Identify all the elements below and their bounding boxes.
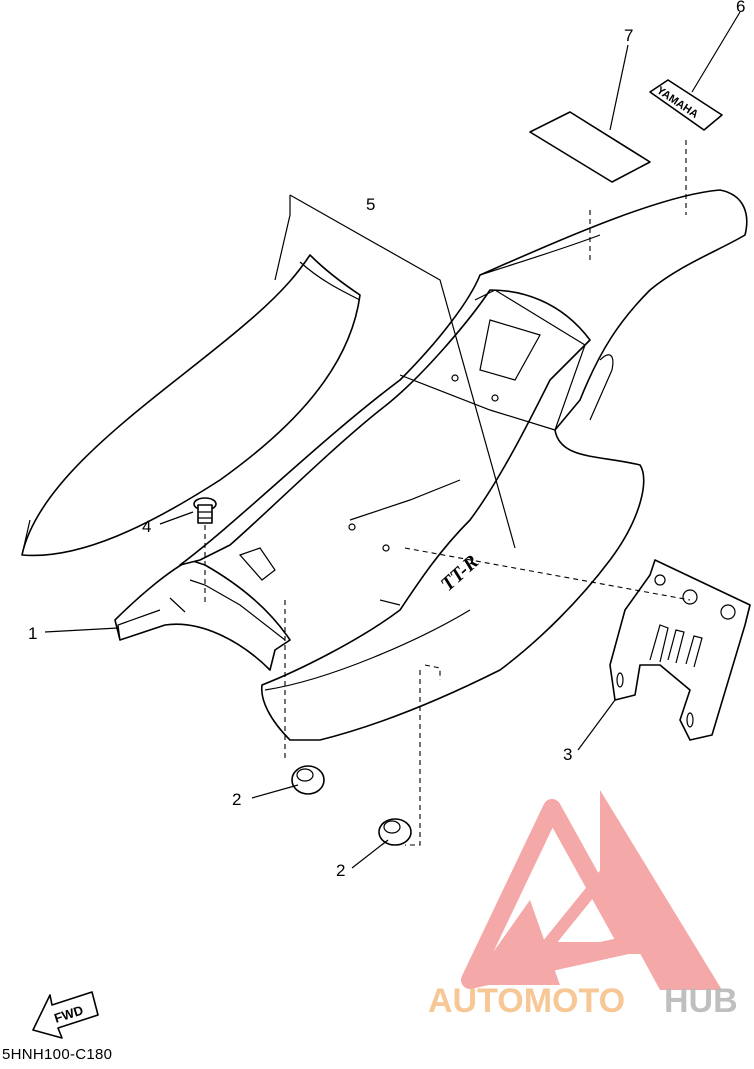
grommet-part-2-upper [291,765,325,795]
bolt-part-4 [193,497,217,524]
rear-fender-body [179,189,748,741]
grommet-part-2-lower [378,818,412,846]
fwd-arrow-icon: FWD [32,991,99,1039]
watermark-logo [461,790,722,990]
callout-3: 3 [563,745,572,764]
callout-5: 5 [366,195,375,214]
callout-1: 1 [28,624,37,643]
seat-part-5 [21,254,361,557]
decal-part-6: YAMAHA [649,79,723,131]
callout-7: 7 [624,26,633,45]
callout-2-upper: 2 [232,790,241,809]
bracket-part-3 [609,559,751,741]
callout-4: 4 [142,517,151,536]
assembly-lines [204,140,691,846]
side-cover-part-1 [114,559,291,671]
watermark-text-left: AUTOMOTO [428,982,625,1020]
watermark-text-right: HUB [664,982,738,1020]
watermark-text: AUTOMOTO HUB [428,982,738,1020]
diagram-code: 5HNH100-C180 [2,1046,113,1063]
leader-lines [44,11,741,869]
decal-part-7 [529,111,651,183]
callout-2-lower: 2 [336,861,345,880]
callout-6: 6 [736,0,745,16]
callout-labels: 1 2 2 3 4 5 6 7 [28,0,745,880]
